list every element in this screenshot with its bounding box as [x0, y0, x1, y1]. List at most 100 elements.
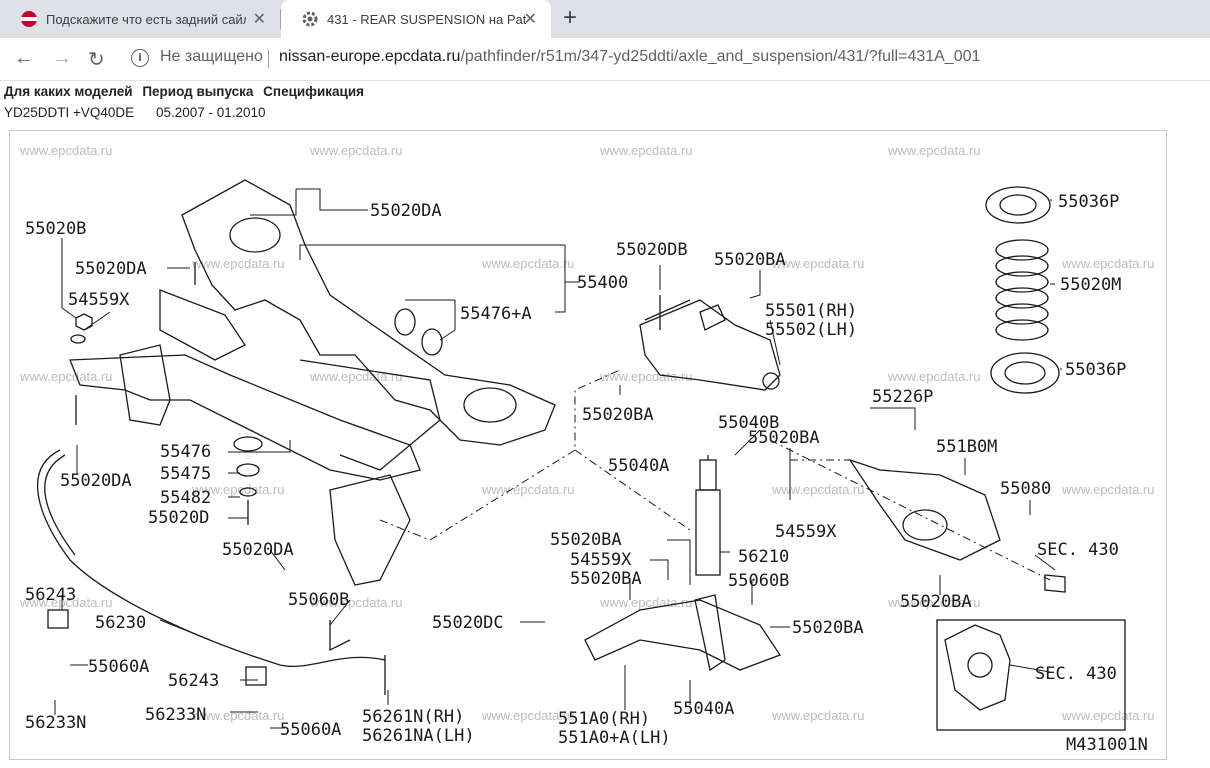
- period-value: 05.2007 - 01.2010: [155, 105, 266, 120]
- part-label: 54559X: [570, 550, 632, 570]
- part-label: 55020DB: [616, 240, 688, 260]
- tab-divider: [280, 9, 281, 29]
- part-label: 55020DA: [60, 471, 132, 491]
- assembly-lines: [379, 369, 1051, 581]
- part-labels: 55020DA 55020B 55020DA 54559X 55400 5547…: [25, 192, 1148, 755]
- watermark: www.epcdata.ru: [1061, 256, 1155, 271]
- watermark: www.epcdata.ru: [887, 143, 981, 158]
- watermark: www.epcdata.ru: [191, 482, 285, 497]
- part-label: 55020BA: [714, 250, 786, 270]
- address-toolbar: ← → ↻ i Не защищено nissan-europe.epcdat…: [0, 38, 1210, 81]
- part-label: 551A0(RH): [558, 709, 650, 729]
- part-label: 55020BA: [570, 569, 642, 589]
- spec-headers: Для каких моделей Период выпуска Специфи…: [4, 84, 370, 99]
- close-icon[interactable]: ✕: [252, 11, 266, 28]
- part-label: 55502(LH): [765, 320, 857, 340]
- part-label: 56233N: [145, 705, 206, 725]
- part-label: 56261N(RH): [362, 707, 464, 727]
- lower-link-drawing: [848, 458, 1066, 593]
- watermark: www.epcdata.ru: [599, 595, 693, 610]
- part-label: 55040B: [718, 413, 779, 433]
- back-icon[interactable]: ←: [14, 47, 34, 69]
- part-label: 551A0+A(LH): [558, 728, 671, 748]
- close-icon[interactable]: ✕: [523, 11, 537, 28]
- part-label: 55226P: [872, 387, 933, 407]
- watermark: www.epcdata.ru: [771, 256, 865, 271]
- header-period: Период выпуска: [142, 84, 254, 99]
- part-label: 56233N: [25, 713, 86, 733]
- part-label: 56261NA(LH): [362, 726, 475, 746]
- info-icon[interactable]: i: [131, 49, 149, 67]
- url-host: nissan-europe.epcdata.ru: [279, 48, 461, 65]
- watermark: www.epcdata.ru: [481, 482, 575, 497]
- watermark: www.epcdata.ru: [771, 708, 865, 723]
- new-tab-button[interactable]: +: [563, 4, 578, 31]
- part-label: 56230: [95, 613, 146, 633]
- diagram-frame: [9, 130, 1167, 760]
- figure-code: M431001N: [1066, 735, 1148, 755]
- watermarks: www.epcdata.ru www.epcdata.ru www.epcdat…: [19, 143, 1155, 723]
- part-label: 55476: [160, 442, 211, 462]
- header-models: Для каких моделей: [4, 84, 133, 99]
- leader-lines: [54, 188, 1062, 729]
- part-label: 55020BA: [792, 618, 864, 638]
- forward-icon[interactable]: →: [52, 47, 72, 69]
- part-label: 55060B: [288, 590, 349, 610]
- part-label: 55482: [160, 488, 211, 508]
- url-path: /pathfinder/r51m/347-yd25ddti/axle_and_s…: [460, 48, 981, 65]
- watermark: www.epcdata.ru: [771, 482, 865, 497]
- header-spec: Спецификация: [263, 84, 365, 99]
- spec-values: YD25DDTI +VQ40DE 05.2007 - 01.2010: [4, 105, 266, 120]
- part-label: 55020BA: [748, 428, 820, 448]
- part-label: 55501(RH): [765, 301, 857, 321]
- watermark: www.epcdata.ru: [309, 595, 403, 610]
- tab-title: 431 - REAR SUSPENSION на Pathfinder: [327, 11, 527, 27]
- address-divider: [268, 50, 269, 68]
- part-label: 55400: [577, 273, 628, 293]
- tab-forum[interactable]: Подскажите что есть задний сайлентблок ✕: [0, 0, 280, 38]
- tab-bar: Подскажите что есть задний сайлентблок ✕…: [0, 0, 1210, 38]
- part-label: 55020DC: [432, 613, 504, 633]
- watermark: www.epcdata.ru: [19, 595, 113, 610]
- part-label: SEC. 430: [1037, 540, 1119, 560]
- reload-icon[interactable]: ↻: [88, 49, 105, 71]
- part-label: 55020B: [25, 219, 86, 239]
- knuckle-inset: [936, 619, 1126, 731]
- watermark: www.epcdata.ru: [19, 369, 113, 384]
- watermark: www.epcdata.ru: [191, 256, 285, 271]
- watermark: www.epcdata.ru: [481, 256, 575, 271]
- nissan-logo-icon: [21, 11, 37, 27]
- tab-rear-suspension[interactable]: 431 - REAR SUSPENSION на Pathfinder ✕: [281, 0, 551, 38]
- part-label: 55020M: [1060, 275, 1121, 295]
- part-label: 54559X: [68, 290, 130, 310]
- tab-title: Подскажите что есть задний сайлентблок: [46, 11, 246, 27]
- stabilizer-bar-drawing: [36, 449, 386, 695]
- part-label: 55476+A: [460, 304, 532, 324]
- model-value: YD25DDTI +VQ40DE: [4, 105, 135, 120]
- watermark: www.epcdata.ru: [481, 708, 575, 723]
- part-label: 55020DA: [75, 259, 147, 279]
- spring-drawing: [985, 186, 1060, 394]
- part-label: 55060A: [280, 720, 341, 740]
- watermark: www.epcdata.ru: [599, 369, 693, 384]
- address-bar[interactable]: nissan-europe.epcdata.ru/pathfinder/r51m…: [279, 48, 980, 66]
- part-label: 55060B: [728, 571, 789, 591]
- subframe-drawing: [69, 179, 556, 586]
- part-label: 55020D: [148, 508, 209, 528]
- part-label: 55020DA: [222, 540, 294, 560]
- part-label: 55020BA: [550, 530, 622, 550]
- security-status[interactable]: Не защищено: [160, 48, 263, 65]
- watermark: www.epcdata.ru: [309, 143, 403, 158]
- gear-icon: [302, 11, 318, 27]
- shock-absorber-drawing: [695, 455, 721, 576]
- watermark: www.epcdata.ru: [1061, 482, 1155, 497]
- part-label: 56243: [25, 585, 76, 605]
- part-label: 55020DA: [370, 201, 442, 221]
- part-label: 55040A: [673, 699, 734, 719]
- lower-arm-drawing: [584, 594, 781, 672]
- part-label: 551B0M: [936, 437, 997, 457]
- watermark: www.epcdata.ru: [887, 595, 981, 610]
- part-label: 55036P: [1058, 192, 1119, 212]
- watermark: www.epcdata.ru: [599, 143, 693, 158]
